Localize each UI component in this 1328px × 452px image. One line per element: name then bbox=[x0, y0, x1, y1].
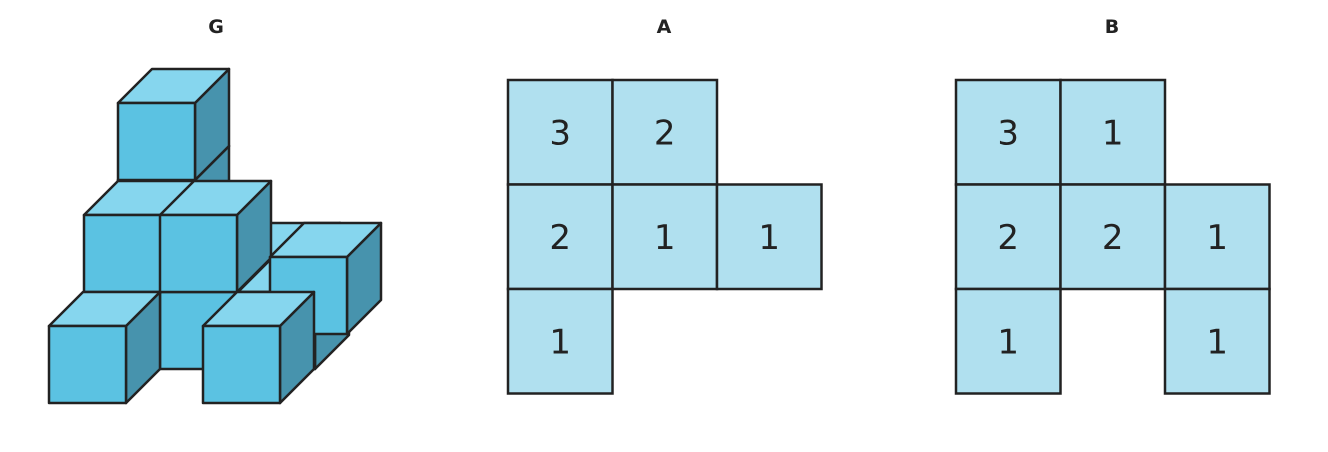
cube-front-face bbox=[82, 213, 163, 294]
grid-cell bbox=[506, 183, 614, 291]
grid-cell-value: 1 bbox=[654, 218, 676, 258]
grid-cell bbox=[611, 183, 719, 291]
grid-cell-value: 1 bbox=[1206, 322, 1228, 362]
cube-front-face bbox=[158, 213, 239, 294]
grid-cell bbox=[611, 78, 719, 186]
grid-cell-value: 2 bbox=[1102, 218, 1124, 258]
grid-cell bbox=[1059, 78, 1167, 186]
grid-cell-value: 2 bbox=[997, 218, 1019, 258]
cube-stack-figure bbox=[47, 67, 383, 405]
grid-cell-value: 1 bbox=[758, 218, 780, 258]
grid-cell-value: 1 bbox=[549, 322, 571, 362]
cube-front-face bbox=[47, 324, 128, 405]
grid-cell-value: 2 bbox=[549, 218, 571, 258]
grid-cell bbox=[1059, 183, 1167, 291]
cube-front-face bbox=[116, 101, 197, 182]
figure-g-title: G bbox=[208, 16, 224, 38]
grid-cell bbox=[1163, 287, 1271, 395]
grid-cell-value: 1 bbox=[1102, 113, 1124, 153]
grid-cell-value: 2 bbox=[654, 113, 676, 153]
grid-cell bbox=[715, 183, 823, 291]
grid-cell-value: 1 bbox=[1206, 218, 1228, 258]
grid-cell-value: 3 bbox=[549, 113, 571, 153]
grid-cell bbox=[506, 287, 614, 395]
grid-a-title: A bbox=[657, 16, 672, 38]
grid-a: 3 2 2 1 1 1 bbox=[506, 78, 823, 395]
grid-cell bbox=[954, 183, 1062, 291]
grid-cell bbox=[954, 287, 1062, 395]
grid-b: 3 1 2 2 1 1 1 bbox=[954, 78, 1271, 395]
grid-cell bbox=[1163, 183, 1271, 291]
grid-cell-value: 3 bbox=[997, 113, 1019, 153]
cube-front-face bbox=[201, 324, 282, 405]
grid-cell-value: 1 bbox=[997, 322, 1019, 362]
grid-b-title: B bbox=[1105, 16, 1119, 38]
